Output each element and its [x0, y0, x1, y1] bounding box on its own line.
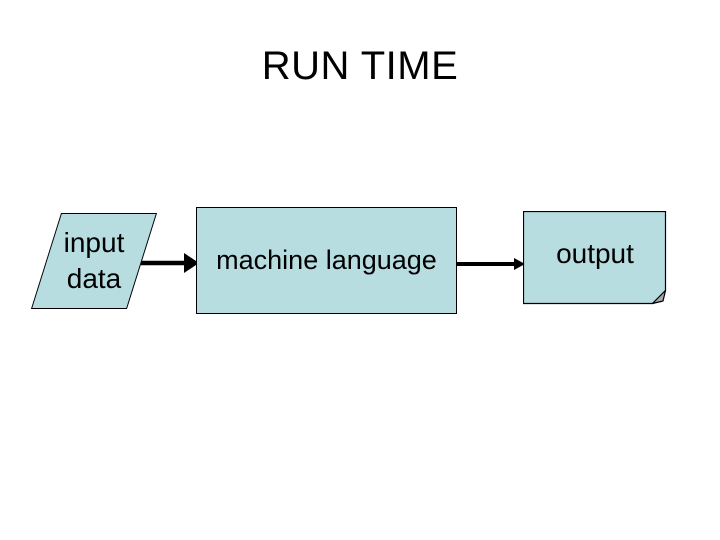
machine-language-label: machine language: [216, 245, 437, 275]
connector-arrow-input-to-machine: [141, 253, 199, 273]
node-input-data-label: input data: [47, 214, 141, 308]
slide-title: RUN TIME: [261, 44, 459, 88]
node-machine-language: machine language: [196, 207, 457, 314]
input-data-line2: data: [66, 263, 122, 294]
node-input-data: input data: [30, 213, 158, 309]
arrowhead-icon: [184, 253, 199, 273]
arrowhead-icon: [514, 258, 525, 270]
folded-corner-shape: [522, 210, 667, 305]
input-data-line1: input: [63, 227, 125, 258]
output-label: output: [556, 238, 634, 269]
output-label-wrap: output: [523, 211, 667, 297]
node-output: output: [522, 210, 667, 305]
connector-arrow-machine-to-output: [457, 258, 525, 270]
folded-corner-icon: [651, 289, 667, 305]
